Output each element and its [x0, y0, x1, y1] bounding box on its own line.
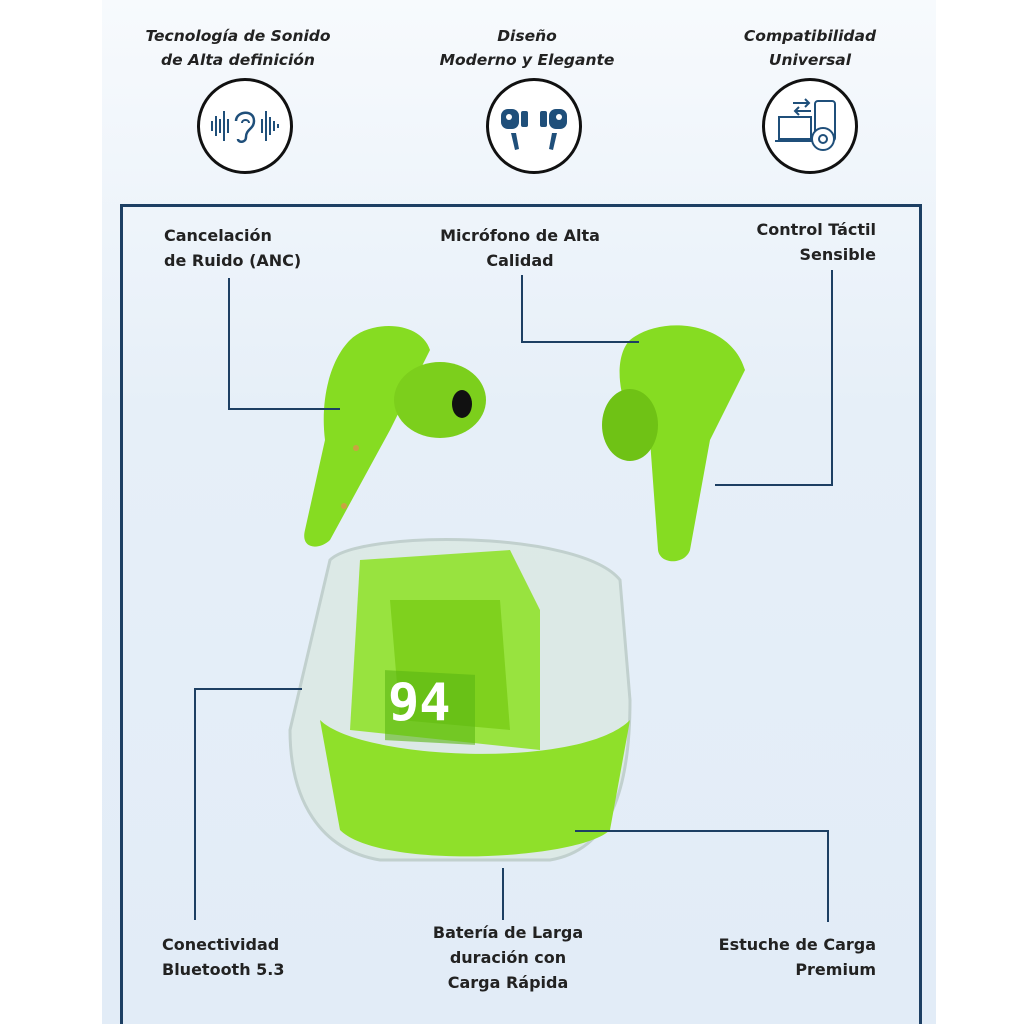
callout-line [521, 341, 639, 343]
callout-line [228, 278, 230, 410]
feature-text: Diseño [497, 27, 557, 45]
case-battery-display: 94 [388, 673, 451, 733]
callout-text: Sensible [799, 245, 876, 264]
callout-line [194, 688, 302, 690]
callout-text: Estuche de Carga [718, 935, 876, 954]
right-earbud [602, 325, 745, 562]
feature-text: Moderno y Elegante [439, 51, 615, 69]
earbuds-icon [486, 78, 582, 174]
callout-line [228, 408, 340, 410]
devices-gear-icon [762, 78, 858, 174]
feature-text: Universal [768, 51, 852, 69]
callout-text: Calidad [486, 251, 554, 270]
callout-text: Control Táctil [756, 220, 876, 239]
callout-line [194, 688, 196, 920]
feature-text: Tecnología de Sonido [145, 27, 331, 45]
callout-text: de Ruido (ANC) [164, 251, 302, 270]
callout-line [715, 484, 833, 486]
callout-text: Batería de Larga [432, 923, 584, 942]
feature-text: de Alta definición [161, 51, 315, 69]
callout-text: Conectividad [162, 935, 280, 954]
callout-anc: Cancelación de Ruido (ANC) [164, 223, 301, 273]
callout-line [575, 830, 829, 832]
callout-text: Cancelación [164, 226, 272, 245]
callout-line [827, 830, 829, 922]
callout-line [502, 868, 504, 920]
feature-sound: Tecnología de Sonido de Alta definición [118, 24, 358, 72]
callout-text: Bluetooth 5.3 [162, 960, 285, 979]
charging-case [288, 538, 632, 862]
callout-text: Carga Rápida [447, 973, 569, 992]
left-earbud [304, 326, 486, 547]
callout-line [521, 275, 523, 343]
callout-text: duración con [449, 948, 567, 967]
callout-text: Micrófono de Alta [440, 226, 600, 245]
callout-text: Premium [795, 960, 876, 979]
features-frame [120, 204, 922, 1024]
callout-line [831, 270, 833, 486]
feature-text: Compatibilidad [743, 27, 877, 45]
ear-sound-wave-icon [197, 78, 293, 174]
